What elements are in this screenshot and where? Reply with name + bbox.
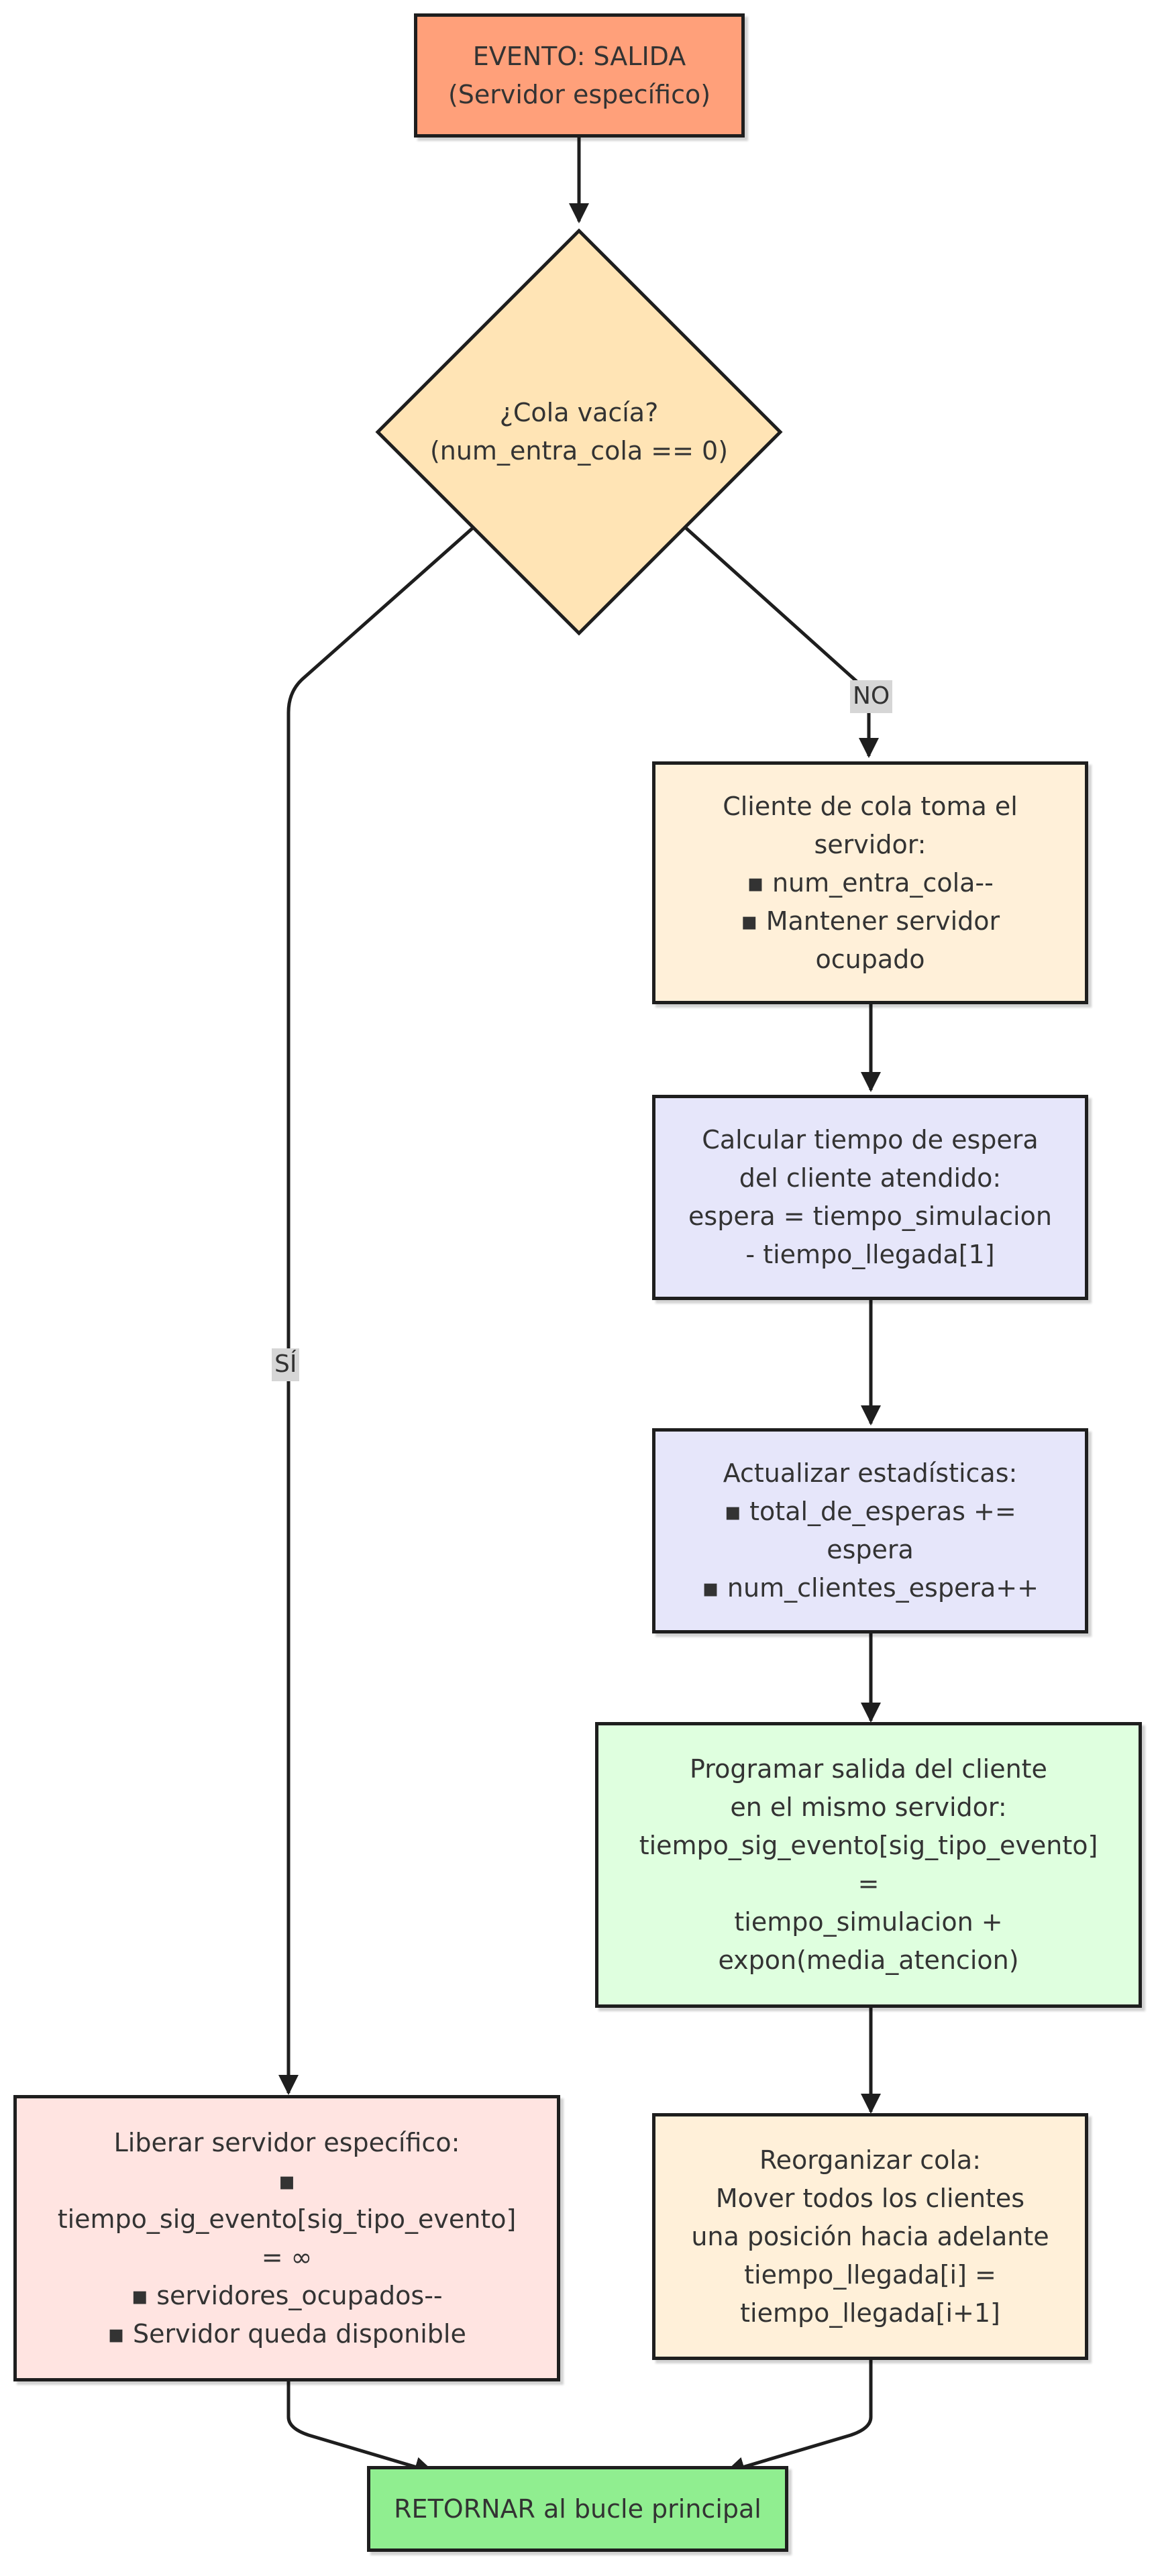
node-text-line: Calcular tiempo de espera [702, 1125, 1039, 1155]
calc-wait-node-text: Calcular tiempo de espera del cliente ate… [688, 1121, 1052, 1274]
start-node: EVENTO: SALIDA (Servidor específico) [414, 13, 745, 138]
node-text-line: ▪ Mantener servidor [740, 906, 1000, 936]
node-text-line: (Servidor específico) [447, 79, 711, 109]
node-text-line: ▪ [278, 2165, 296, 2196]
node-text-line: Cliente de cola toma el [723, 791, 1018, 821]
schedule-exit-node: Programar salida del cliente en el mismo … [595, 1722, 1142, 2008]
node-text-line: ¿Cola vacía? [499, 398, 659, 427]
reorder-queue-node-text: Reorganizar cola: Mover todos los cliente… [691, 2141, 1049, 2332]
reorder-queue-node: Reorganizar cola: Mover todos los cliente… [652, 2113, 1088, 2360]
arrow-decision-yes [278, 525, 476, 2095]
node-text-line: ocupado [815, 944, 925, 974]
node-text-line: del cliente atendido: [739, 1163, 1002, 1193]
node-text-line: Liberar servidor específico: [113, 2127, 460, 2157]
decision-diamond [375, 228, 783, 636]
node-text-line: Mover todos los clientes [715, 2183, 1025, 2213]
take-server-node-text: Cliente de cola toma el servidor: ▪ num_en… [723, 788, 1018, 979]
edge-label-yes: SÍ [272, 1348, 300, 1381]
node-text-line: EVENTO: SALIDA [472, 41, 686, 71]
node-text-line: en el mismo servidor: [730, 1792, 1007, 1822]
node-text-line: espera = tiempo_simulacion [688, 1201, 1052, 1231]
node-text-line: una posición hacia adelante [691, 2221, 1049, 2251]
calc-wait-node: Calcular tiempo de espera del cliente ate… [652, 1095, 1088, 1300]
schedule-exit-node-text: Programar salida del cliente en el mismo … [639, 1750, 1098, 1980]
node-text-line: RETORNAR al bucle principal [394, 2493, 761, 2524]
arrow-decision-no [683, 525, 879, 758]
node-text-line: - tiempo_llegada[1] [745, 1240, 995, 1269]
node-text-line: = [857, 1869, 880, 1898]
arrow-free-to-return [286, 2381, 435, 2477]
free-server-node-text: Liberar servidor específico: ▪ tiempo_sig_… [58, 2124, 517, 2353]
take-server-node: Cliente de cola toma el servidor: ▪ num_en… [652, 761, 1088, 1004]
node-text-line: espera [827, 1535, 914, 1564]
node-text-line: ▪ Servidor queda disponible [107, 2318, 466, 2349]
free-server-node: Liberar servidor específico: ▪ tiempo_sig_… [13, 2095, 560, 2381]
node-text-line: ▪ total_de_esperas += [724, 1497, 1016, 1526]
node-text-line: servidor: [814, 829, 927, 859]
node-text-line: tiempo_sig_evento[sig_tipo_evento] [57, 2204, 517, 2234]
node-text-line: Reorganizar cola: [759, 2145, 982, 2175]
decision-node-text-area: ¿Cola vacía? (num_entra_cola == 0) [425, 365, 733, 499]
node-text-line: tiempo_sig_evento[sig_tipo_evento] [639, 1831, 1098, 1860]
return-node-text: RETORNAR al bucle principal [394, 2490, 761, 2528]
node-text-line: Programar salida del cliente [690, 1754, 1047, 1784]
update-stats-node: Actualizar estadísticas: ▪ total_de_esper… [652, 1428, 1088, 1633]
node-text-line: ▪ num_entra_cola-- [747, 867, 994, 898]
node-text-line: Actualizar estadísticas: [723, 1458, 1018, 1488]
start-node-text: EVENTO: SALIDA (Servidor específico) [448, 38, 710, 114]
update-stats-node-text: Actualizar estadísticas: ▪ total_de_esper… [702, 1454, 1039, 1607]
node-text-line: tiempo_simulacion + [734, 1907, 1003, 1937]
decision-node-text: ¿Cola vacía? (num_entra_cola == 0) [430, 394, 728, 470]
node-text-line: (num_entra_cola == 0) [429, 436, 729, 466]
node-text-line: tiempo_llegada[i] = [744, 2259, 996, 2290]
node-text-line: ▪ servidores_ocupados-- [131, 2280, 443, 2310]
return-node: RETORNAR al bucle principal [367, 2466, 788, 2552]
node-text-line: expon(media_atencion) [718, 1945, 1019, 1975]
node-text-line: tiempo_llegada[i+1] [740, 2298, 1000, 2328]
node-text-line: = ∞ [261, 2242, 313, 2272]
arrow-reorder-to-return [725, 2360, 873, 2477]
edge-label-no: NO [850, 680, 893, 713]
node-text-line: ▪ num_clientes_espera++ [702, 1573, 1039, 1603]
